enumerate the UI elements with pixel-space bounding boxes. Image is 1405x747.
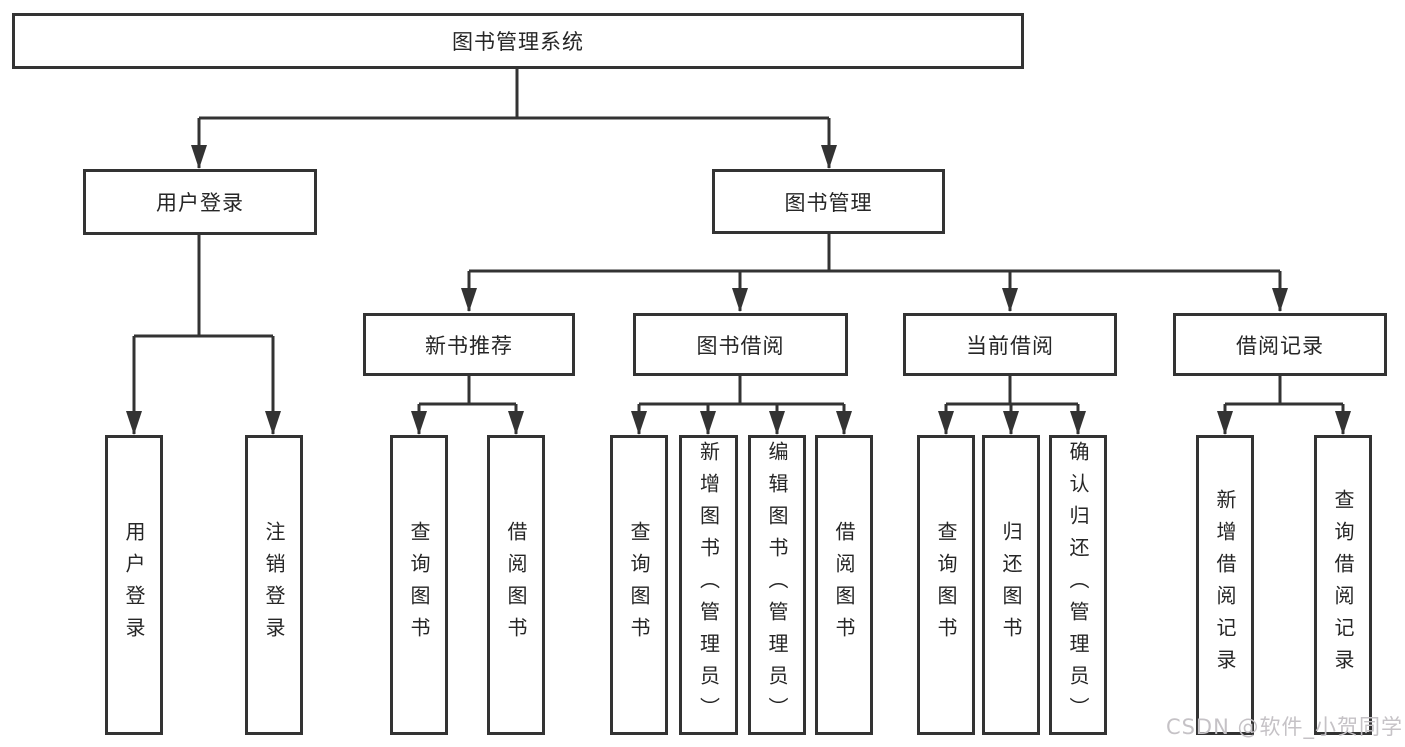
group-label: 借阅记录: [1236, 333, 1324, 358]
leaf-label: 确认归还（管理员）: [1066, 441, 1090, 729]
leaf-label: 借阅图书: [504, 521, 528, 649]
csdn-watermark: CSDN @软件_小贺同学: [1165, 715, 1403, 739]
node-borrow-records: 借阅记录: [1173, 313, 1387, 376]
node-current-borrow: 当前借阅: [903, 313, 1117, 376]
leaf-borrow-books-1: 借阅图书: [487, 435, 545, 735]
leaf-label: 借阅图书: [832, 521, 856, 649]
leaf-confirm-return-admin: 确认归还（管理员）: [1049, 435, 1107, 735]
leaf-label: 查询借阅记录: [1331, 489, 1355, 681]
leaf-label: 归还图书: [999, 521, 1023, 649]
node-user-login: 用户登录: [83, 169, 317, 235]
leaf-add-book-admin: 新增图书（管理员）: [679, 435, 738, 735]
node-user-login-label: 用户登录: [156, 191, 244, 215]
leaf-logout: 注销登录: [245, 435, 303, 735]
leaf-query-books-1: 查询图书: [390, 435, 448, 735]
leaf-label: 用户登录: [122, 521, 146, 649]
leaf-label: 查询图书: [627, 521, 651, 649]
group-label: 新书推荐: [425, 333, 513, 358]
leaf-return-book: 归还图书: [982, 435, 1040, 735]
leaf-label: 新增图书（管理员）: [696, 441, 721, 729]
leaf-label: 查询图书: [407, 521, 431, 649]
leaf-add-borrow-record: 新增借阅记录: [1196, 435, 1254, 735]
leaf-label: 查询图书: [934, 521, 958, 649]
leaf-label: 注销登录: [262, 521, 286, 649]
node-new-book-recommend: 新书推荐: [363, 313, 575, 376]
group-label: 当前借阅: [966, 333, 1054, 358]
leaf-user-login: 用户登录: [105, 435, 163, 735]
node-book-borrow: 图书借阅: [633, 313, 848, 376]
leaf-label: 编辑图书（管理员）: [765, 441, 789, 729]
group-label: 图书借阅: [696, 333, 785, 358]
leaf-edit-book-admin: 编辑图书（管理员）: [748, 435, 806, 735]
node-root-label: 图书管理系统: [452, 30, 584, 54]
node-book-management-label: 图书管理: [784, 190, 873, 215]
leaf-label: 新增借阅记录: [1213, 489, 1237, 681]
node-root: 图书管理系统: [12, 13, 1024, 69]
leaf-query-borrow-record: 查询借阅记录: [1314, 435, 1372, 735]
leaf-borrow-books-2: 借阅图书: [815, 435, 873, 735]
leaf-query-books-3: 查询图书: [917, 435, 975, 735]
node-book-management: 图书管理: [712, 169, 945, 234]
leaf-query-books-2: 查询图书: [610, 435, 668, 735]
